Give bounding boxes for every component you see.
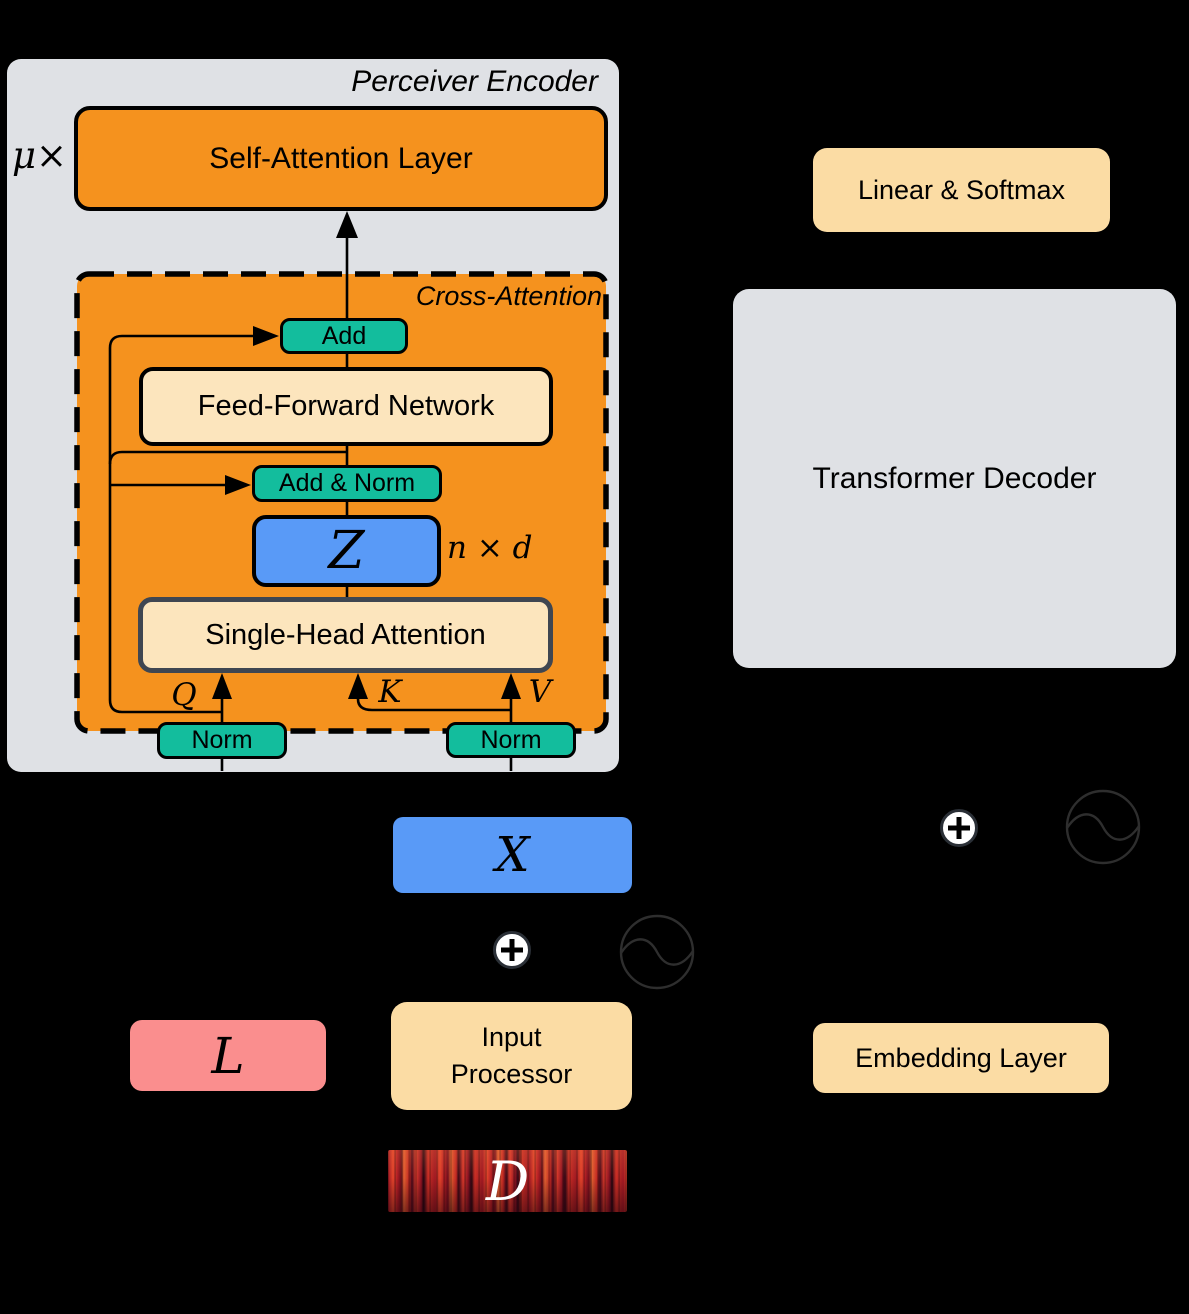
key-label: K [378, 674, 402, 710]
linear-softmax-box: Linear & Softmax [813, 148, 1110, 232]
query-label: Q [171, 677, 197, 713]
latent-shape-label: n × d [447, 530, 533, 566]
value-label: V [528, 674, 552, 710]
spectrogram-input: D [388, 1149, 627, 1213]
single-head-attention-box: Single-Head Attention [138, 597, 553, 673]
input-processor-box: Input Processor [391, 1002, 632, 1110]
cross-attention-title: Cross-Attention [415, 280, 602, 311]
plus-icon [492, 930, 532, 975]
latent-array-z-box: Z [252, 515, 441, 587]
transformer-decoder-label: Transformer Decoder [812, 461, 1097, 495]
repeat-count-label: μ× [12, 133, 68, 177]
add-box: Add [280, 318, 408, 354]
feed-forward-network-box: Feed-Forward Network [139, 367, 553, 446]
input-processor-line2: Processor [450, 1059, 573, 1089]
norm-left-box: Norm [157, 722, 287, 759]
perceiver-encoder-title: Perceiver Encoder [351, 65, 598, 98]
add-norm-box: Add & Norm [252, 465, 442, 502]
embedding-layer-box: Embedding Layer [813, 1023, 1109, 1093]
sine-wave-circle-icon [1065, 789, 1141, 870]
data-matrix-d-label: D [485, 1149, 530, 1213]
feature-matrix-x-box: X [393, 817, 632, 893]
transformer-decoder-panel [733, 289, 1176, 668]
sine-wave-circle-icon [619, 914, 695, 995]
self-attention-layer-box: Self-Attention Layer [74, 106, 608, 211]
input-processor-line1: Input [481, 1022, 542, 1052]
latent-array-l-box: L [130, 1020, 326, 1091]
plus-icon [939, 808, 979, 853]
norm-right-box: Norm [446, 722, 576, 758]
